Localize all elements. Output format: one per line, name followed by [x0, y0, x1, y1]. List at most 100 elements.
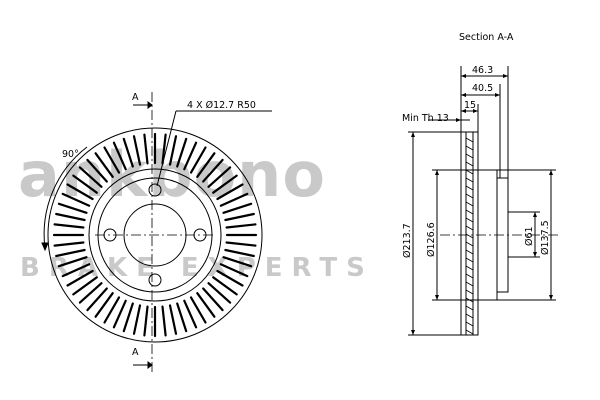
dim-15: 15: [464, 100, 476, 111]
cooling-vane: [86, 158, 108, 183]
dimension-arrowhead: [411, 132, 415, 137]
cooling-vane: [207, 282, 232, 304]
dimension-arrowhead: [461, 109, 466, 113]
dim-dia-213-7: Ø213.7: [402, 223, 413, 258]
cooling-vane: [132, 135, 142, 166]
dim-40-5: 40.5: [472, 83, 493, 94]
vane-hatch-line: [465, 201, 474, 207]
cooling-vane: [53, 223, 85, 229]
cooling-vane: [103, 146, 121, 174]
angle-arc: [43, 146, 88, 249]
vane-hatch-line: [465, 153, 474, 159]
vane-hatch-line: [465, 169, 474, 175]
cooling-vane: [196, 292, 216, 318]
friction-ring-outline: [460, 131, 479, 336]
holes-note: 4 X Ø12.7 R50: [187, 100, 256, 111]
dimension-arrowhead: [503, 74, 508, 78]
cooling-vanes: [52, 132, 258, 338]
min-thickness-label: Min Th 13: [402, 113, 449, 124]
cooling-vane: [168, 135, 178, 166]
cooling-vane: [225, 223, 257, 229]
cooling-vane: [72, 276, 98, 296]
cooling-vane: [132, 304, 142, 335]
cooling-vane: [176, 137, 188, 168]
watermark-tagline: BRAKE EXPERTS: [20, 253, 374, 283]
cooling-vane: [143, 305, 149, 337]
vane-hatch-line: [465, 137, 474, 143]
cooling-vane: [112, 299, 127, 329]
cooling-vane: [161, 305, 167, 337]
vane-hatch-line: [465, 193, 474, 199]
cooling-vane: [189, 146, 207, 174]
disc-inner-friction-circle: [88, 168, 222, 302]
cooling-vane: [66, 183, 94, 201]
vane-hatch-line: [465, 305, 474, 311]
dimension-arrowhead: [549, 170, 553, 175]
disc-outer-circle: [47, 127, 263, 343]
cooling-vane: [72, 174, 98, 194]
bolt-hole: [148, 183, 162, 197]
vane-hatch-line: [465, 177, 474, 183]
dimension-arrowhead: [435, 295, 439, 300]
cooling-vane: [216, 183, 244, 201]
cooling-vane: [219, 263, 249, 278]
vane-hatch-line: [465, 209, 474, 215]
vane-hatch-line: [465, 281, 474, 287]
cooling-vane: [222, 256, 253, 268]
cooling-vane: [78, 166, 103, 188]
cooling-vane: [189, 296, 207, 324]
vane-hatch-line: [465, 217, 474, 223]
dim-dia-126-6: Ø126.6: [426, 222, 437, 257]
cooling-vane: [78, 282, 103, 304]
dim-46-3: 46.3: [472, 65, 493, 76]
cooling-vane: [66, 269, 94, 287]
dimension-arrowhead: [411, 330, 415, 335]
vane-hatch-line: [465, 161, 474, 167]
cooling-vane: [225, 241, 257, 247]
cooling-vane: [216, 269, 244, 287]
cooling-vane: [122, 302, 134, 333]
cooling-vane: [57, 256, 88, 268]
cooling-vane: [112, 141, 127, 171]
cooling-vane: [57, 202, 88, 214]
cooling-vane: [224, 248, 255, 258]
cooling-vane: [94, 292, 114, 318]
vane-hatch-line: [465, 249, 474, 255]
vane-hatch-line: [465, 313, 474, 319]
vane-hatch-line: [465, 289, 474, 295]
cooling-vane: [212, 174, 238, 194]
cooling-vane: [103, 296, 121, 324]
cooling-vane: [176, 302, 188, 333]
cooling-vane: [196, 152, 216, 178]
dimension-arrowhead: [461, 93, 466, 97]
vane-hatch-line: [465, 329, 474, 335]
cooling-vane: [168, 304, 178, 335]
vane-hatch-line: [465, 241, 474, 247]
cooling-vane: [219, 192, 249, 207]
dimension-arrowhead: [473, 109, 478, 113]
vane-hatch-line: [465, 257, 474, 263]
vane-hatching: [465, 137, 474, 335]
cooling-vane: [55, 248, 86, 258]
front-view: [41, 92, 272, 375]
cooling-vane: [224, 212, 255, 222]
dimension-arrowhead: [549, 295, 553, 300]
section-title: Section A-A: [459, 32, 514, 43]
watermark: ankbono BRAKE EXPERTS: [18, 138, 374, 283]
dimension-arrowhead: [495, 93, 500, 97]
cooling-vane: [53, 241, 85, 247]
dimension-arrowhead: [533, 252, 537, 257]
cooling-vane: [183, 141, 198, 171]
vane-hatch-line: [465, 321, 474, 327]
dim-dia-61: Ø61: [524, 226, 535, 246]
cooling-vane: [122, 137, 134, 168]
cooling-vane: [183, 299, 198, 329]
holes-note-leader: [156, 110, 177, 187]
section-view: [408, 66, 560, 336]
cooling-vane: [143, 133, 149, 165]
vane-hatch-line: [465, 225, 474, 231]
angle-label: 90°: [62, 149, 79, 160]
cooling-vane: [212, 276, 238, 296]
section-mark-bottom-label: A: [132, 347, 139, 358]
